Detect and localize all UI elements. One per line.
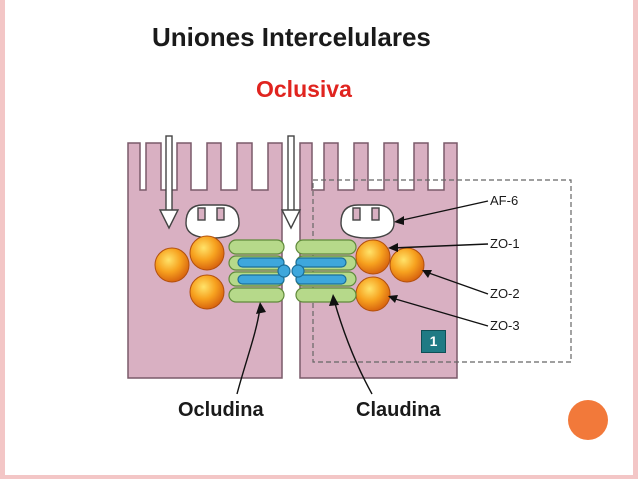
- slide-title: Uniones Intercelulares: [152, 22, 431, 52]
- right-leader-lines: [391, 200, 489, 327]
- sealing-strands: [237, 257, 347, 285]
- label-zo2: ZO-2: [490, 286, 520, 301]
- zo-proteins-right: [355, 239, 425, 312]
- label-af6: AF-6: [490, 193, 519, 208]
- af6-protein: [185, 204, 395, 239]
- zo-proteins-left: [154, 235, 225, 310]
- slide-border-left: [0, 0, 5, 479]
- bottom-leader-lines: [236, 299, 373, 395]
- slide-border-right: [633, 0, 638, 479]
- blocked-flow-arrows: [158, 135, 302, 230]
- slide-border-bottom: [0, 475, 638, 479]
- label-zo1: ZO-1: [490, 236, 520, 251]
- detail-dashed-box: [312, 179, 572, 363]
- slide-subtitle: Oclusiva: [256, 76, 352, 102]
- decorative-corner-dot: [568, 400, 608, 440]
- label-occludin: Ocludina: [178, 399, 264, 421]
- label-zo3: ZO-3: [490, 318, 520, 333]
- label-claudin: Claudina: [356, 399, 441, 421]
- right-leader-arrowheads: [388, 216, 432, 303]
- bottom-leader-arrowheads: [256, 294, 339, 314]
- panel-number-badge: 1: [421, 330, 446, 353]
